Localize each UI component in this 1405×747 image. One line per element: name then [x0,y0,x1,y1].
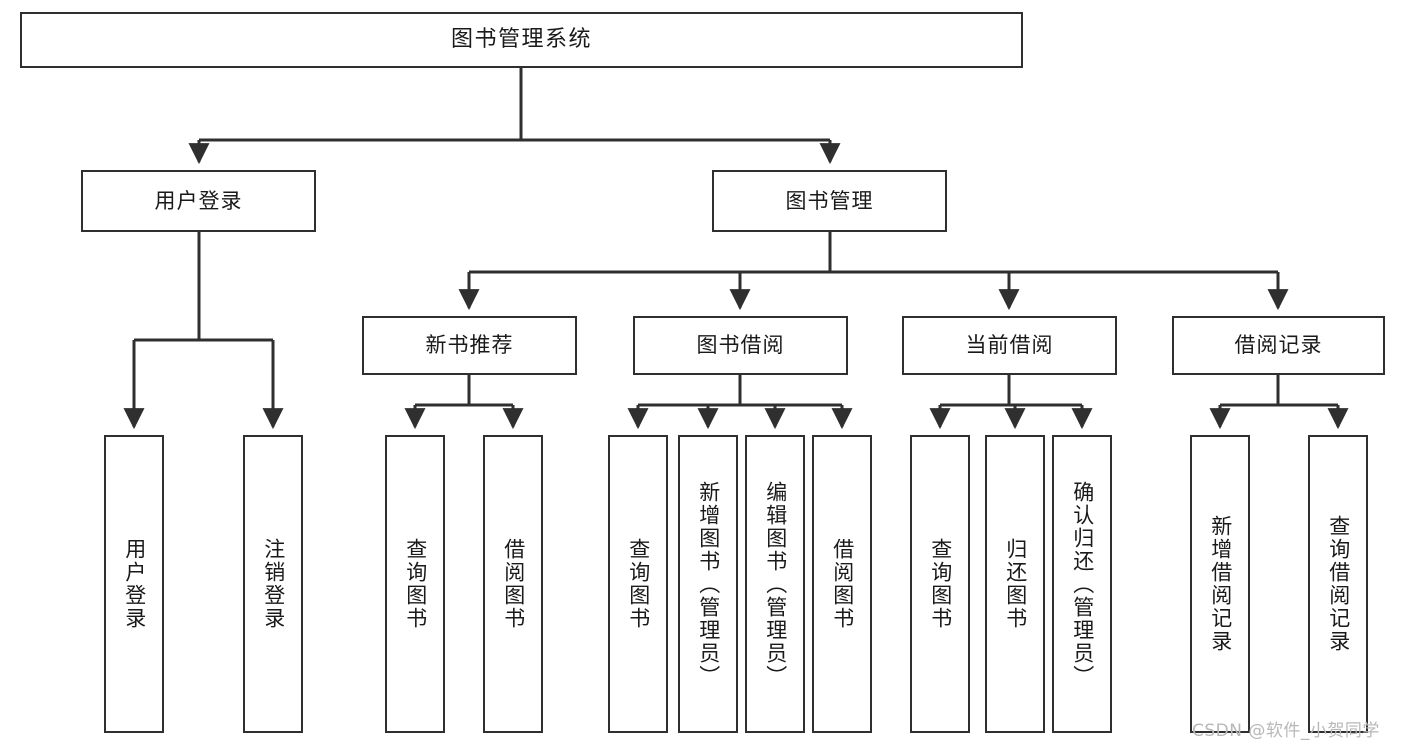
node-book-manage-label: 图书管理 [785,188,874,213]
node-leaf-logout[interactable]: 注销登录 [243,435,303,733]
csdn-watermark: CSDN @软件_小贺同学 [1192,721,1380,741]
node-leaf-borrow-book-1-label: 借阅图书 [501,538,526,630]
node-current-borrow-label: 当前借阅 [965,333,1054,358]
node-leaf-edit-book[interactable]: 编辑图书（管理员） [745,435,805,733]
node-leaf-query-book-1[interactable]: 查询图书 [385,435,445,733]
node-new-book-recommend-label: 新书推荐 [425,333,514,358]
node-leaf-query-book-2-label: 查询图书 [626,538,651,630]
node-root-label: 图书管理系统 [450,27,592,53]
node-user-login-label: 用户登录 [154,188,243,213]
node-leaf-return-book-label: 归还图书 [1003,538,1028,630]
node-leaf-return-book[interactable]: 归还图书 [985,435,1045,733]
node-leaf-user-login[interactable]: 用户登录 [104,435,164,733]
node-leaf-edit-book-label: 编辑图书（管理员） [763,480,788,688]
node-borrow-record-label: 借阅记录 [1234,333,1323,358]
node-book-manage[interactable]: 图书管理 [712,170,947,232]
node-leaf-query-book-1-label: 查询图书 [403,538,428,630]
node-leaf-query-book-2[interactable]: 查询图书 [608,435,668,733]
node-leaf-confirm-return-label: 确认归还（管理员） [1070,480,1095,688]
node-leaf-query-book-3-label: 查询图书 [928,538,953,630]
node-leaf-add-record[interactable]: 新增借阅记录 [1190,435,1250,733]
node-leaf-query-book-3[interactable]: 查询图书 [910,435,970,733]
node-leaf-query-record[interactable]: 查询借阅记录 [1308,435,1368,733]
node-book-borrow-label: 图书借阅 [696,333,785,358]
node-leaf-add-record-label: 新增借阅记录 [1208,515,1233,653]
node-leaf-borrow-book-1[interactable]: 借阅图书 [483,435,543,733]
node-leaf-borrow-book-2[interactable]: 借阅图书 [812,435,872,733]
node-leaf-add-book[interactable]: 新增图书（管理员） [678,435,738,733]
node-root[interactable]: 图书管理系统 [20,12,1023,68]
node-user-login[interactable]: 用户登录 [81,170,316,232]
node-book-borrow[interactable]: 图书借阅 [633,316,848,375]
node-leaf-query-record-label: 查询借阅记录 [1326,515,1351,653]
node-leaf-user-login-label: 用户登录 [122,538,147,630]
node-new-book-recommend[interactable]: 新书推荐 [362,316,577,375]
node-leaf-logout-label: 注销登录 [261,538,286,630]
node-leaf-add-book-label: 新增图书（管理员） [696,480,721,688]
node-leaf-confirm-return[interactable]: 确认归还（管理员） [1052,435,1112,733]
node-leaf-borrow-book-2-label: 借阅图书 [830,538,855,630]
node-current-borrow[interactable]: 当前借阅 [902,316,1117,375]
node-borrow-record[interactable]: 借阅记录 [1172,316,1385,375]
